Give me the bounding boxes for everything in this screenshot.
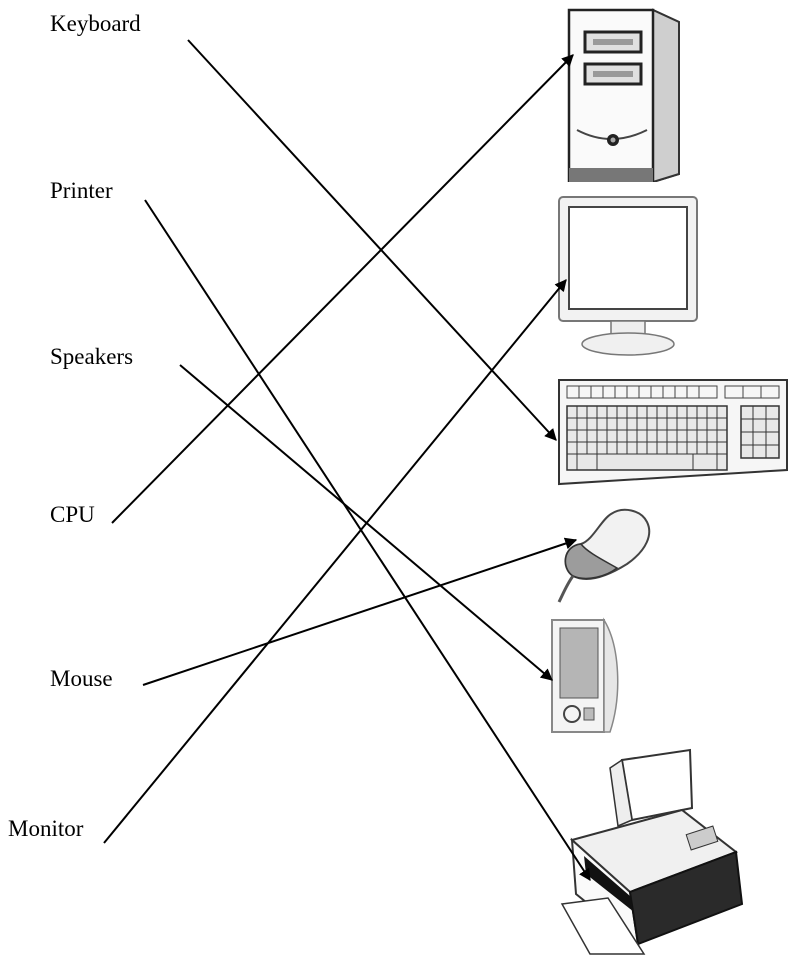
arrow-monitor [103, 279, 567, 844]
label-keyboard: Keyboard [50, 11, 141, 36]
arrow-mouse [142, 537, 578, 686]
label-mouse: Mouse [50, 666, 113, 691]
label-monitor: Monitor [8, 816, 84, 841]
monitor-picture [558, 196, 698, 356]
cpu-tower-picture [567, 8, 680, 182]
keyboard-picture [558, 379, 788, 486]
arrow-keyboard [187, 39, 557, 441]
speaker-picture [551, 617, 619, 733]
label-printer: Printer [50, 178, 113, 203]
mouse-picture [557, 508, 651, 603]
label-speakers: Speakers [50, 344, 134, 369]
arrow-printer [144, 199, 591, 882]
arrow-cpu [111, 54, 574, 524]
label-cpu: CPU [50, 502, 95, 527]
printer-picture [560, 748, 744, 955]
